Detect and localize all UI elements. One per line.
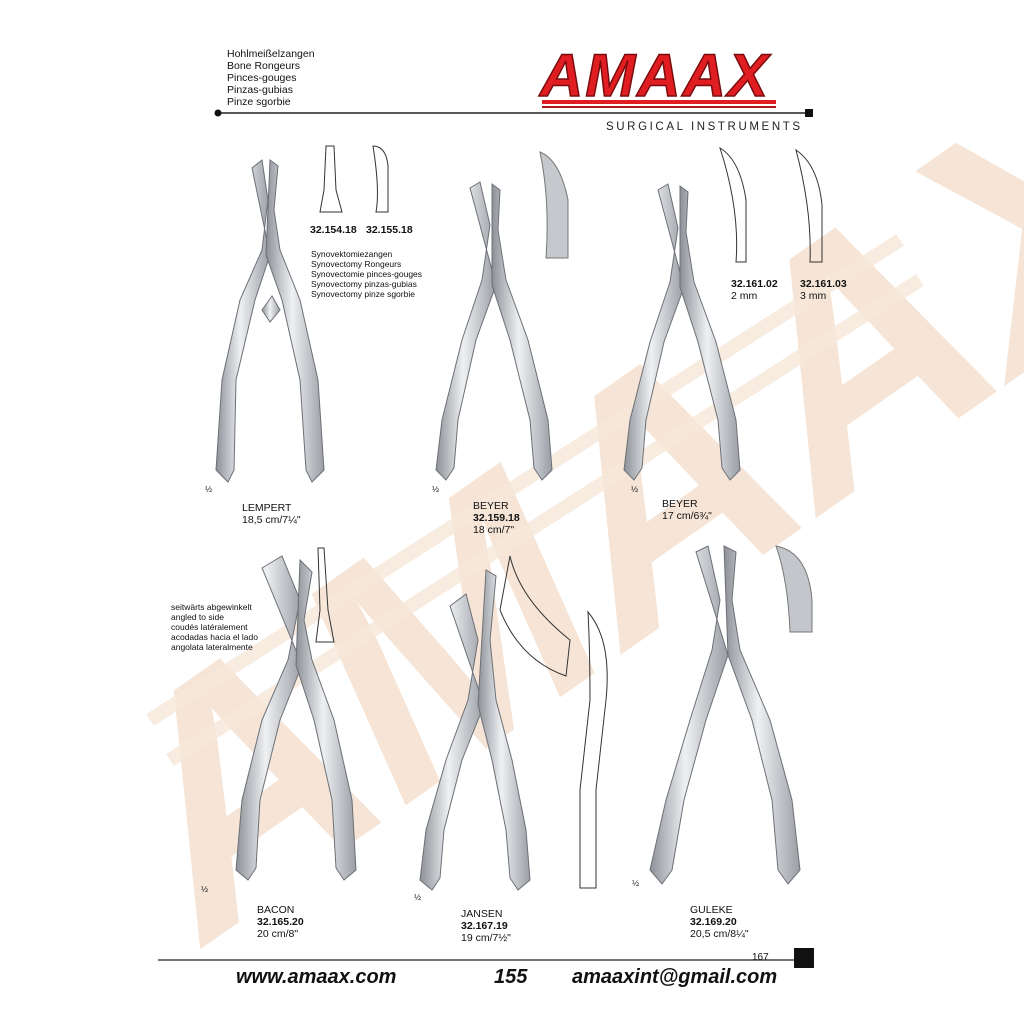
bacon-rongeur: [235, 555, 357, 881]
product-bacon: BACON 32.165.20 20 cm/8": [257, 904, 304, 940]
scale-mark: ½: [205, 484, 213, 494]
product-beyer-1: BEYER 32.159.18 18 cm/7": [473, 500, 520, 536]
angled-note: seitwärts abgewinkelt angled to side cou…: [171, 602, 258, 652]
category-es: Pinzas-gubias: [227, 84, 293, 96]
scale-mark: ½: [201, 884, 209, 894]
code-32-154-18: 32.154.18: [310, 224, 357, 236]
scale-mark: ½: [632, 878, 640, 888]
scale-mark: ½: [414, 892, 422, 902]
svg-text:AMAAX: AMAAX: [538, 42, 772, 109]
guleke-tip-detail: [775, 545, 813, 633]
beyer-variant-2mm: 32.161.02 2 mm: [731, 278, 778, 302]
beyer-variant-3mm: 32.161.03 3 mm: [800, 278, 847, 302]
product-jansen: JANSEN 32.167.19 19 cm/7½": [461, 908, 511, 944]
footer-website-link[interactable]: www.amaax.com: [236, 966, 397, 988]
synovectomy-names: Synovektomiezangen Synovectomy Rongeurs …: [311, 249, 423, 299]
beyer-rongeur-1: [435, 181, 553, 481]
bacon-tip-outline: [315, 547, 335, 643]
footer-rule: [158, 948, 814, 968]
amaax-logo: AMAAX: [537, 41, 776, 110]
guleke-rongeur: [649, 545, 801, 885]
beyer-tip-detail: [539, 151, 569, 259]
beyer-variant-tip-outlines: [719, 146, 823, 263]
category-en: Bone Rongeurs: [227, 60, 300, 72]
scale-mark: ½: [631, 484, 639, 494]
footer-email-link[interactable]: amaaxint@gmail.com: [572, 966, 778, 988]
product-beyer-2: BEYER 17 cm/6¾": [662, 498, 712, 522]
footer-page-number: 155: [494, 966, 528, 988]
page-number-small: 167: [752, 952, 769, 963]
jansen-rongeur: [419, 569, 531, 891]
synovectomy-tip-outlines: [319, 145, 389, 213]
header-rule: [214, 109, 813, 117]
category-de: Hohlmeißelzangen: [227, 48, 315, 60]
product-guleke: GULEKE 32.169.20 20,5 cm/8¼": [690, 904, 749, 940]
category-fr: Pinces-gouges: [227, 72, 297, 84]
scale-mark: ½: [432, 484, 440, 494]
jansen-tip-outlines: [499, 555, 608, 889]
category-list: Hohlmeißelzangen Bone Rongeurs Pinces-go…: [227, 48, 315, 108]
product-lempert: LEMPERT 18,5 cm/7¼": [242, 502, 301, 526]
beyer-rongeur-2: [623, 183, 741, 481]
lempert-rongeur: [215, 159, 325, 483]
code-32-155-18: 32.155.18: [366, 224, 413, 236]
category-it: Pinze sgorbie: [227, 96, 291, 108]
tagline: SURGICAL INSTRUMENTS: [606, 121, 803, 133]
